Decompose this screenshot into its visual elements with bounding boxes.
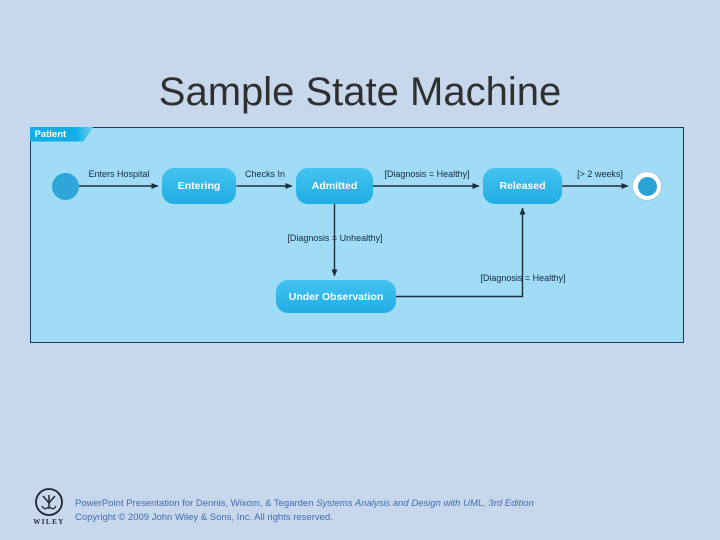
- transition-connectors: [79, 183, 629, 298]
- state-entering: Entering: [162, 168, 236, 204]
- transition-line-observation-to-released: [396, 207, 526, 298]
- wiley-colophon-icon: [35, 488, 63, 516]
- transition-label: [Diagnosis = Unhealthy]: [287, 233, 383, 243]
- state-under-observation: Under Observation: [276, 280, 396, 313]
- footer: WILEY PowerPoint Presentation for Dennis…: [31, 487, 534, 526]
- footer-presentation-text: PowerPoint Presentation for Dennis, Wixo…: [75, 498, 317, 509]
- transition-label: [Diagnosis = Healthy]: [480, 273, 566, 283]
- footer-credits: PowerPoint Presentation for Dennis, Wixo…: [75, 487, 534, 524]
- state-label: Admitted: [311, 180, 358, 192]
- transition-label: Enters Hospital: [88, 169, 150, 179]
- state-label: Released: [499, 180, 546, 192]
- transition-label: [> 2 weeks]: [577, 169, 623, 179]
- final-state-node: [632, 171, 662, 201]
- initial-state-node: [52, 173, 79, 200]
- footer-line-1: PowerPoint Presentation for Dennis, Wixo…: [75, 497, 534, 511]
- state-released: Released: [483, 168, 562, 204]
- transition-label: [Diagnosis = Healthy]: [384, 169, 470, 179]
- transition-label: Checks In: [244, 169, 286, 179]
- footer-line-2: Copyright © 2009 John Wiley & Sons, Inc.…: [75, 511, 333, 523]
- footer-book-title: Systems Analysis and Design with UML, 3r…: [316, 498, 534, 509]
- state-label: Under Observation: [288, 290, 384, 303]
- frame-label-tab: Patient: [30, 127, 94, 142]
- state-admitted: Admitted: [296, 168, 373, 204]
- wiley-logo: WILEY: [31, 487, 67, 526]
- wiley-wordmark: WILEY: [33, 518, 65, 526]
- state-label: Entering: [177, 180, 221, 192]
- final-state-inner-dot: [637, 176, 657, 196]
- page-title: Sample State Machine: [158, 69, 562, 114]
- state-machine-frame: Patient Entering Admitted Released Under…: [30, 127, 684, 343]
